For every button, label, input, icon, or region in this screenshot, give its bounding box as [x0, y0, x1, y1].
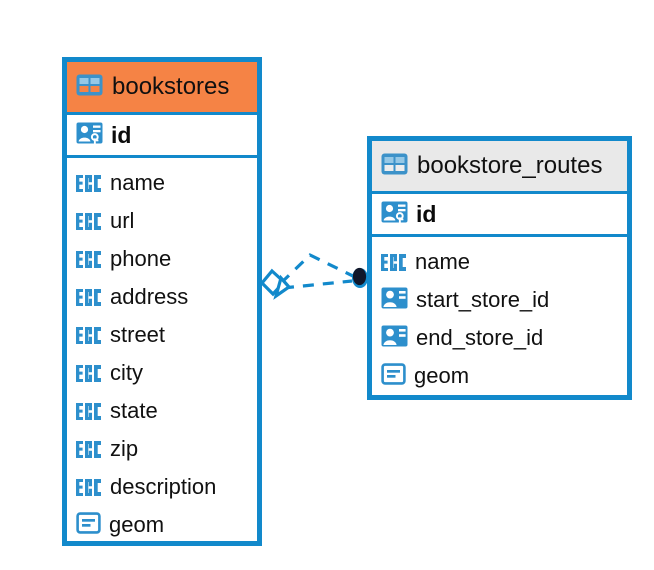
field-list-bookstore-routes: name start_store_id [372, 237, 627, 399]
field-row-name[interactable]: name [67, 164, 257, 202]
field-row-address[interactable]: address [67, 278, 257, 316]
field-label: url [110, 208, 135, 233]
abc-text-icon [76, 478, 102, 496]
field-row-phone[interactable]: phone [67, 240, 257, 278]
field-row-geom[interactable]: geom [67, 506, 257, 544]
field-label: end_store_id [416, 325, 544, 350]
field-row-description[interactable]: description [67, 468, 257, 506]
field-row-name[interactable]: name [372, 243, 627, 281]
field-label: zip [110, 436, 139, 461]
abc-text-icon [76, 174, 102, 192]
field-row-start-store-id[interactable]: start_store_id [372, 281, 627, 319]
field-label: phone [110, 246, 172, 271]
abc-text-icon [76, 364, 102, 382]
primary-key-icon [76, 121, 103, 150]
field-label: geom [109, 512, 165, 537]
foreign-key-icon [381, 325, 408, 352]
entity-title: bookstores [112, 73, 230, 100]
field-label: description [110, 474, 217, 499]
abc-text-icon [76, 440, 102, 458]
diamond-crowsfoot-marker[interactable] [259, 268, 292, 300]
table-icon [76, 74, 103, 101]
abc-text-icon [76, 402, 102, 420]
foreign-key-icon [381, 287, 408, 314]
geometry-icon [381, 362, 406, 390]
abc-text-icon [76, 250, 102, 268]
field-list-bookstores: name url [67, 158, 257, 548]
entity-bookstore-routes[interactable]: bookstore_routes id [367, 136, 632, 400]
abc-text-icon [381, 253, 407, 271]
entity-header-bookstores[interactable]: bookstores [67, 62, 257, 112]
field-row-zip[interactable]: zip [67, 430, 257, 468]
field-label: street [110, 322, 166, 347]
field-label: id [111, 121, 132, 148]
field-label: start_store_id [416, 287, 550, 312]
field-label: name [110, 170, 166, 195]
relationship-line-lower[interactable] [282, 279, 353, 290]
entity-title: bookstore_routes [417, 152, 603, 179]
abc-text-icon [76, 212, 102, 230]
abc-text-icon [76, 288, 102, 306]
geometry-icon [76, 511, 101, 539]
field-label: city [110, 360, 143, 385]
abc-text-icon [76, 326, 102, 344]
field-row-geom[interactable]: geom [372, 357, 627, 395]
field-row-primary-key[interactable]: id [372, 191, 627, 237]
field-row-url[interactable]: url [67, 202, 257, 240]
field-row-end-store-id[interactable]: end_store_id [372, 319, 627, 357]
field-label: id [416, 200, 437, 227]
entity-bookstores[interactable]: bookstores id [62, 57, 262, 546]
primary-key-icon [381, 200, 408, 229]
filled-circle-marker[interactable] [352, 267, 368, 288]
table-icon [381, 153, 408, 180]
field-row-primary-key[interactable]: id [67, 112, 257, 158]
field-label: geom [414, 363, 470, 388]
field-label: name [415, 249, 471, 274]
field-row-street[interactable]: street [67, 316, 257, 354]
field-row-state[interactable]: state [67, 392, 257, 430]
field-label: address [110, 284, 189, 309]
field-label: state [110, 398, 158, 423]
entity-header-bookstore-routes[interactable]: bookstore_routes [372, 141, 627, 191]
relationship-line-upper[interactable] [279, 253, 358, 285]
field-row-city[interactable]: city [67, 354, 257, 392]
